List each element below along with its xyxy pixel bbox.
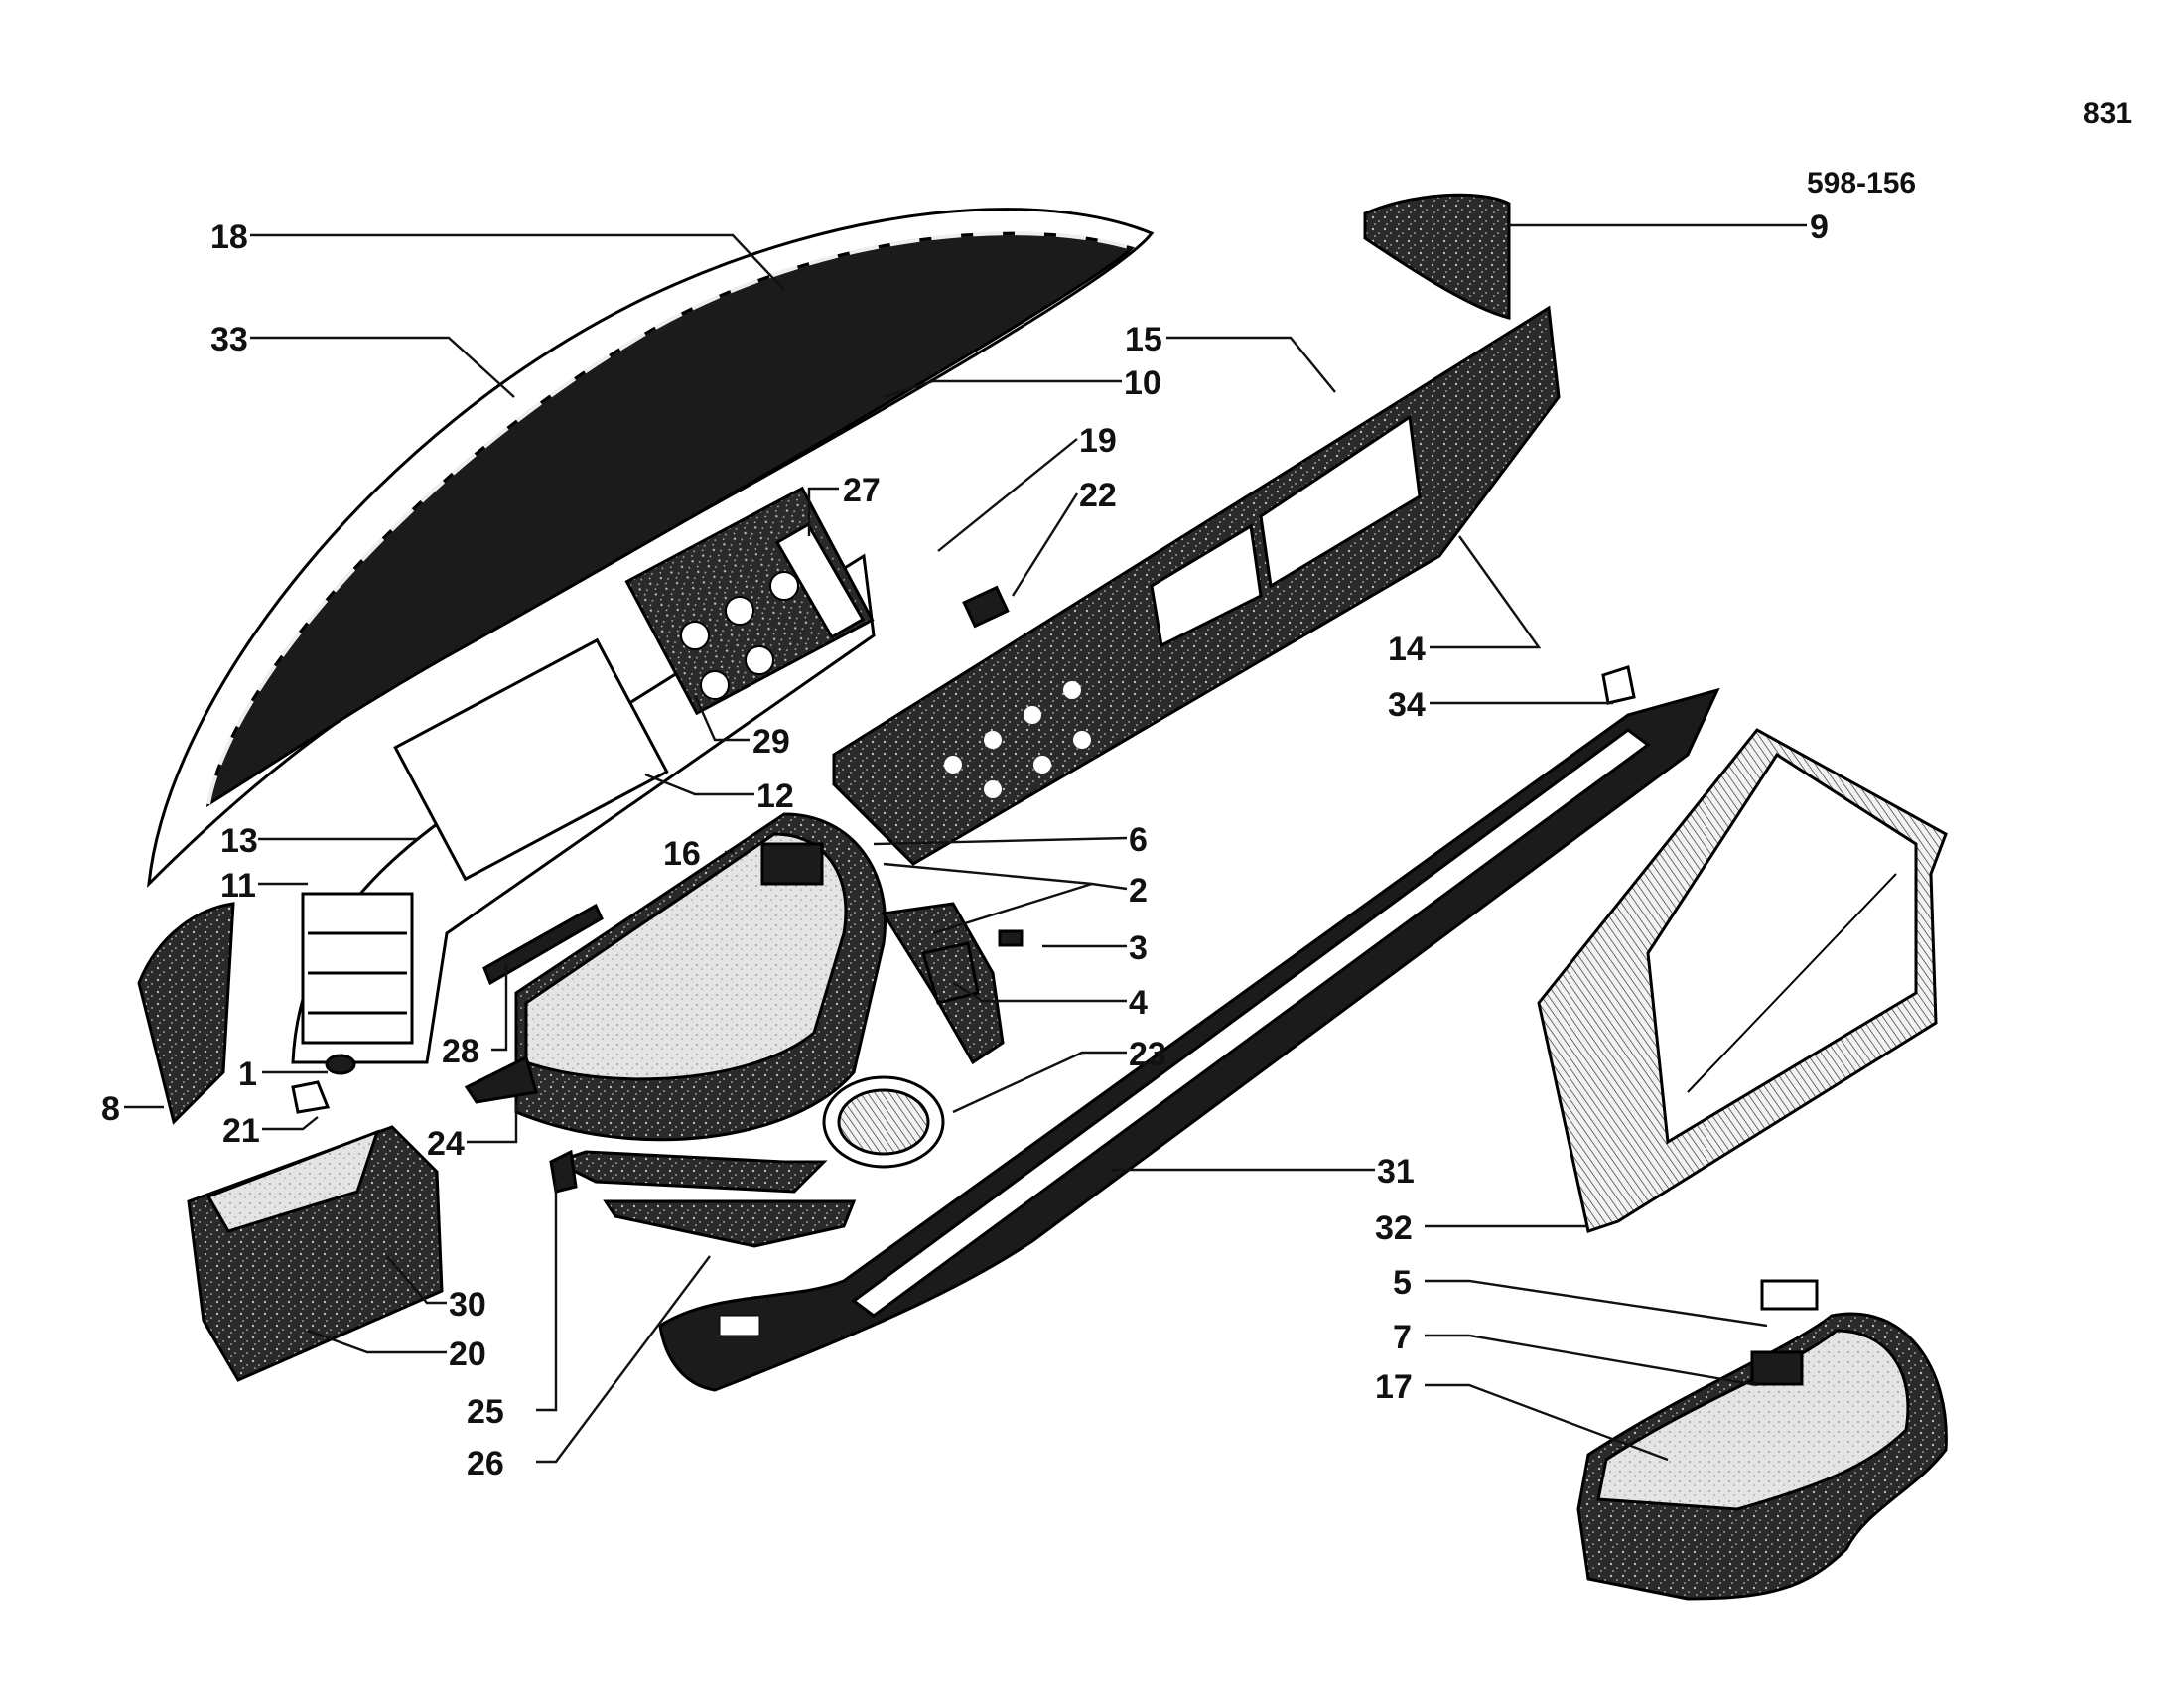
callout-6: 6 [1129,821,1148,859]
callout-7: 7 [1393,1319,1412,1356]
callout-14: 14 [1388,631,1426,668]
leader-lines [124,223,1807,1464]
part-glove-box [464,812,887,1142]
callout-3: 3 [1129,929,1148,967]
callout-34: 34 [1388,686,1426,724]
callout-4: 4 [1129,984,1148,1022]
callout-32: 32 [1375,1209,1413,1247]
part-tab-34 [1601,665,1636,705]
part-end-cap-right [1363,193,1511,320]
callout-24: 24 [427,1125,465,1163]
callout-22: 22 [1079,477,1117,514]
callout-13: 13 [220,822,258,860]
callout-27: 27 [843,472,881,509]
part-clip-25 [549,1149,578,1194]
callout-28: 28 [442,1033,479,1070]
part-mount-bracket [881,902,1024,1065]
part-lower-left-panel [187,1080,444,1382]
page-number: 831 [2083,97,2132,130]
callout-31: 31 [1377,1153,1415,1191]
part-column-ring [552,1075,945,1194]
callout-30: 30 [449,1286,486,1324]
callout-labels: 18 33 10 27 19 22 15 9 14 34 29 12 13 16… [101,209,1829,1482]
callout-29: 29 [752,723,790,761]
part-knob-1 [325,1054,356,1075]
callout-23: 23 [1129,1036,1166,1073]
callout-2: 2 [1129,872,1148,910]
callout-17: 17 [1375,1368,1413,1406]
drawing-reference: 598-156 [1807,167,1916,200]
callout-10: 10 [1124,364,1161,402]
part-crash-pad [147,208,1155,889]
part-dash-frame [832,305,1561,866]
callout-18: 18 [210,218,248,256]
callout-8: 8 [101,1090,120,1128]
part-tray [1537,728,1948,1233]
part-lower-rail [658,687,1720,1392]
callout-26: 26 [467,1445,504,1482]
part-bracket-27 [774,522,866,639]
callout-12: 12 [756,777,794,815]
callout-16: 16 [663,835,701,873]
callout-20: 20 [449,1336,486,1373]
callout-9: 9 [1810,209,1829,246]
part-clip-22 [962,585,1010,629]
part-end-cap-left [137,902,235,1125]
callout-33: 33 [210,321,248,358]
callout-11: 11 [220,867,256,905]
part-lower-right-cover [1576,1279,1948,1601]
callout-1: 1 [238,1055,257,1093]
callout-25: 25 [467,1393,504,1431]
part-trim-strip-26 [603,1199,857,1248]
callout-21: 21 [222,1112,260,1150]
callout-5: 5 [1393,1264,1412,1302]
callout-19: 19 [1079,422,1117,460]
callout-15: 15 [1125,321,1162,358]
